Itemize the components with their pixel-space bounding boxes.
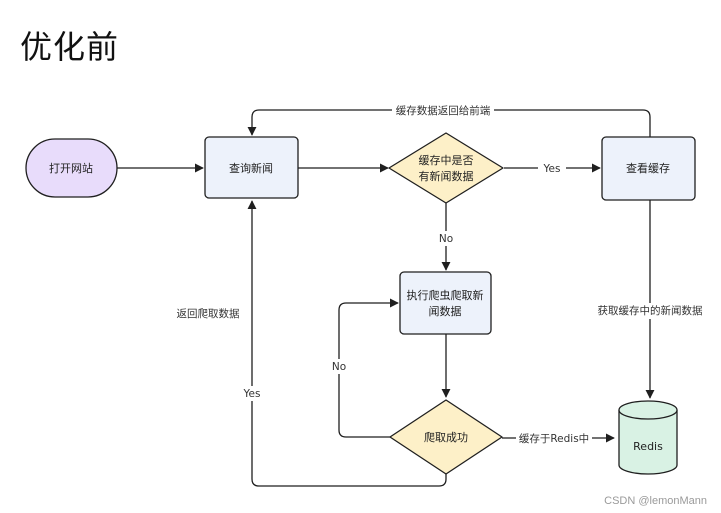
svg-text:缓存于Redis中: 缓存于Redis中	[519, 432, 589, 445]
label-yes-crawl: Yes	[238, 386, 266, 401]
svg-text:No: No	[439, 233, 453, 245]
svg-text:查询新闻: 查询新闻	[229, 161, 273, 175]
svg-text:闻数据: 闻数据	[429, 304, 462, 318]
label-return-cache: 缓存数据返回给前端	[392, 102, 494, 118]
label-return-crawl: 返回爬取数据	[177, 307, 240, 320]
label-yes-cache: Yes	[538, 161, 566, 176]
node-query-news: 查询新闻	[204, 136, 299, 199]
svg-text:返回爬取数据: 返回爬取数据	[177, 307, 240, 320]
svg-text:缓存数据返回给前端: 缓存数据返回给前端	[396, 104, 491, 117]
svg-text:Yes: Yes	[543, 163, 561, 175]
node-redis: Redis	[618, 400, 678, 475]
svg-text:获取缓存中的新闻数据: 获取缓存中的新闻数据	[598, 304, 703, 317]
node-crawl: 执行爬虫爬取新 闻数据	[399, 271, 492, 335]
svg-text:执行爬虫爬取新: 执行爬虫爬取新	[407, 288, 484, 302]
svg-text:爬取成功: 爬取成功	[424, 431, 468, 444]
label-get-cache-news: 获取缓存中的新闻数据	[594, 303, 706, 319]
node-decision-cache: 缓存中是否 有新闻数据	[388, 132, 504, 204]
svg-text:Redis: Redis	[633, 440, 663, 453]
node-open-site: 打开网站	[25, 138, 118, 198]
watermark: CSDN @lemonMann	[604, 495, 707, 507]
svg-text:Yes: Yes	[243, 388, 261, 400]
label-no-cache: No	[434, 231, 458, 246]
edge-return-crawl	[247, 200, 447, 487]
node-decision-crawl: 爬取成功	[389, 399, 503, 475]
svg-text:查看缓存: 查看缓存	[626, 161, 670, 175]
svg-text:缓存中是否: 缓存中是否	[419, 153, 474, 167]
label-save-redis: 缓存于Redis中	[516, 430, 592, 446]
page-title: 优化前	[20, 28, 120, 66]
node-view-cache: 查看缓存	[601, 136, 696, 201]
svg-text:No: No	[332, 361, 346, 373]
svg-text:有新闻数据: 有新闻数据	[419, 169, 474, 183]
label-no-crawl: No	[327, 359, 351, 374]
svg-text:打开网站: 打开网站	[49, 161, 93, 175]
